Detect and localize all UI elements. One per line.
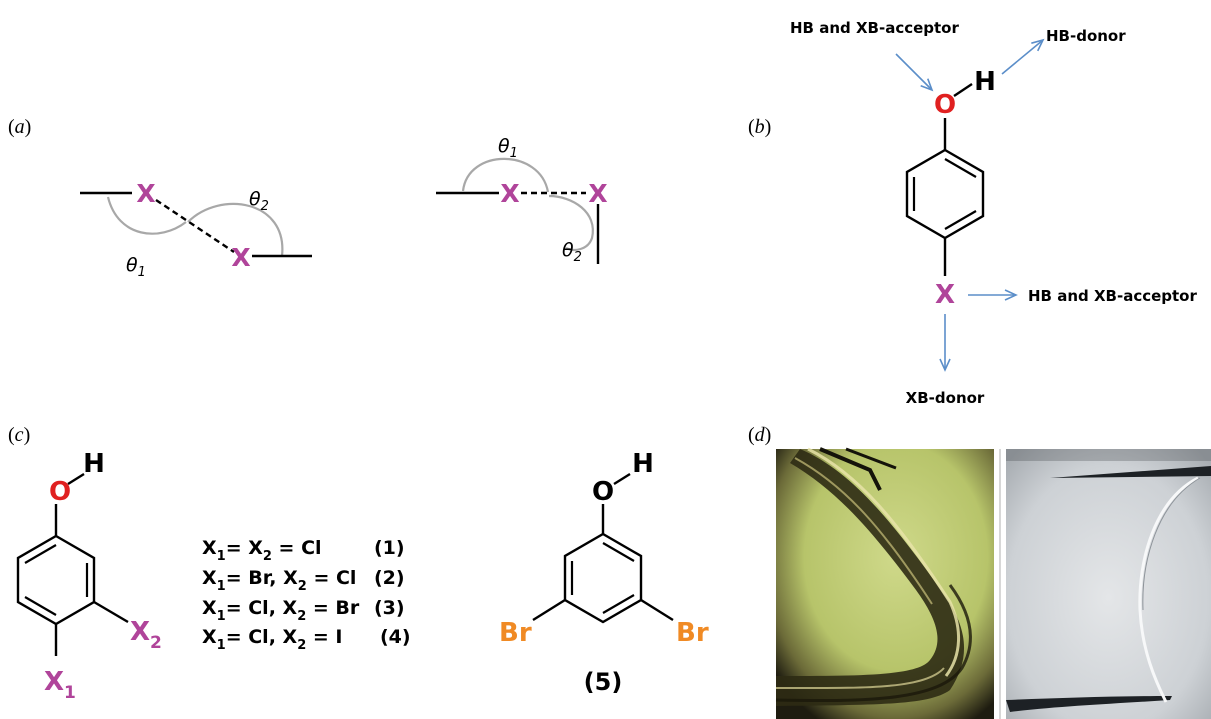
panel-a-trans-geometry: X X θ1 θ2 — [80, 179, 312, 280]
hydrogen-atom: H — [632, 449, 654, 479]
compound-number-2: (2) — [374, 567, 405, 589]
panel-b-halophenol-synthons: O H X HB and XB-acceptor HB-donor HB and… — [790, 19, 1197, 407]
x2-substituent: X2 — [130, 617, 162, 653]
o-h-bond — [613, 472, 631, 486]
hydrogen-atom: H — [83, 449, 105, 479]
compound-number-4: (4) — [380, 626, 411, 648]
x1-substituent: X1 — [44, 667, 76, 703]
ring-double-bond — [24, 596, 57, 616]
crystal-photo-bent-green — [775, 447, 994, 719]
theta2-label: θ2 — [249, 188, 269, 214]
o-h-bond — [953, 83, 973, 97]
label-hb-xb-acceptor-right: HB and XB-acceptor — [1028, 287, 1197, 305]
theta2-arc-right — [548, 194, 594, 251]
oxygen-atom: O — [49, 477, 71, 507]
ring-double-bond — [944, 158, 977, 178]
theta1-label: θ1 — [126, 254, 146, 280]
panel-label-b: (b) — [748, 116, 772, 138]
panel-label-c: (c) — [8, 424, 31, 446]
c-br-bond — [640, 598, 674, 622]
crystal-photo-bent-grey — [1006, 449, 1211, 719]
benzene-ring — [905, 148, 985, 240]
label-hb-xb-acceptor-top: HB and XB-acceptor — [790, 19, 959, 37]
ring-double-bond — [24, 544, 57, 564]
halogen-atom: X — [588, 179, 607, 208]
theta2-label: θ2 — [562, 239, 582, 265]
compound-5-label: (5) — [584, 668, 623, 696]
theta1-label: θ1 — [498, 135, 518, 161]
bromine-atom-left: Br — [499, 618, 532, 648]
ring-double-bond — [944, 210, 977, 230]
halogen-atom: X — [500, 179, 519, 208]
benzene-ring — [16, 534, 96, 626]
arrow-from-hydrogen — [1001, 38, 1045, 75]
panel-c-dihalophenol-structure: O H X2 X1 — [16, 449, 162, 703]
o-h-bond — [67, 472, 85, 486]
halogen-contact-dashed — [155, 199, 235, 253]
panel-a-orthogonal-geometry: X X θ1 θ2 — [436, 135, 608, 265]
c-x2-bond — [93, 600, 129, 624]
compound-line-1: X1= X2 = Cl — [202, 537, 322, 564]
compound-number-3: (3) — [374, 597, 405, 619]
halogen-atom: X — [136, 179, 155, 208]
compound-line-4: X1= Cl, X2 = I — [202, 626, 342, 653]
oxygen-atom: O — [592, 477, 614, 507]
theta2-arc-left — [187, 202, 284, 257]
benzene-ring — [563, 532, 643, 624]
theta1-arc-left — [106, 196, 187, 235]
bromine-atom-right: Br — [676, 618, 709, 648]
compound-5-structure: O H Br Br (5) — [499, 449, 709, 696]
compound-line-2: X1= Br, X2 = Cl — [202, 567, 356, 594]
panel-label-a: (a) — [8, 116, 32, 138]
compound-list: X1= X2 = Cl (1) X1= Br, X2 = Cl (2) X1= … — [202, 537, 411, 653]
label-hb-donor: HB-donor — [1046, 27, 1126, 45]
ring-double-bond — [602, 542, 635, 562]
panel-label-d: (d) — [748, 424, 772, 446]
c-br-bond — [532, 598, 566, 622]
ring-double-bond — [602, 594, 635, 614]
halogen-atom: X — [935, 280, 955, 310]
arrow-to-oxygen — [895, 53, 934, 92]
compound-line-3: X1= Cl, X2 = Br — [202, 597, 360, 624]
label-xb-donor: XB-donor — [906, 389, 985, 407]
hydrogen-atom: H — [974, 67, 996, 97]
compound-number-1: (1) — [374, 537, 405, 559]
halogen-atom: X — [231, 243, 250, 272]
oxygen-atom: O — [934, 90, 956, 120]
theta1-arc-right — [461, 157, 550, 193]
